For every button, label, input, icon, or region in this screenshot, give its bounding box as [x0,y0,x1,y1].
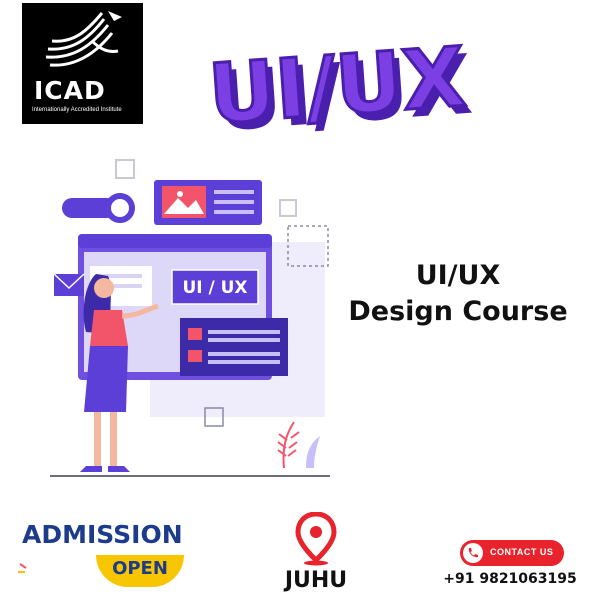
location-name: JUHU [284,568,348,593]
open-pill [96,555,184,587]
logo-tagline: Internationally Accredited Institute [32,107,122,113]
woman-figure [80,274,159,472]
logo-name: ICAD [34,76,106,105]
ui-ux-label-box [171,269,259,305]
phone-number: +91 9821063195 [443,571,577,587]
course-title: UI/UX Design Course [328,258,588,330]
hero-title: UI/UX UI/UX [200,10,530,151]
hero-title-text: UI/UX [206,30,469,140]
plant-icon [277,421,300,469]
ui-ux-label: UI / UX [182,278,247,298]
contact-us-label: CONTACT US [490,547,554,557]
location-pin-icon [295,512,337,566]
toggle-knob [105,193,135,223]
open-word: OPEN [112,558,168,579]
course-title-line2: Design Course [348,296,568,327]
course-title-line1: UI/UX [415,260,501,291]
form-card [180,318,288,376]
deco-square [279,199,297,217]
deco-square [115,159,135,179]
envelope-icon [54,274,84,296]
admission-word: ADMISSION [22,520,183,549]
admission-open-badge: ADMISSION OPEN [18,512,184,592]
bird-icon [45,11,122,67]
browser-titlebar [78,234,272,248]
icad-logo: ICAD Internationally Accredited Institut… [22,3,143,124]
deco-square [204,407,224,427]
contact-us-button[interactable]: CONTACT US [460,540,564,566]
dotted-square [287,225,329,267]
ui-illustration: UI / UX [50,150,340,480]
leaf-icon [306,436,320,468]
hero-title-shadow: UI/UX [212,38,475,140]
sparkle-icon [18,563,27,573]
phone-icon [463,543,483,563]
